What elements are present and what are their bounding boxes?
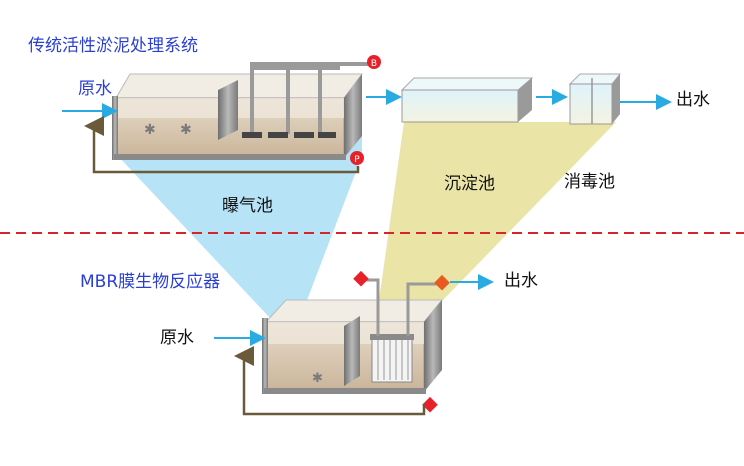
pump-marker-icon: P [350, 151, 364, 165]
membrane-module-icon [370, 334, 414, 383]
disinfection-tank [568, 73, 622, 125]
mixer-icon: ✱ [180, 122, 192, 138]
bottom-sludge-return-line [234, 346, 426, 416]
suction-valve-marker-icon [434, 274, 450, 291]
baffle-plate [218, 80, 238, 140]
bottom-outlet-label: 出水 [504, 271, 538, 291]
svg-text:B: B [371, 59, 377, 69]
bottom-inlet-label: 原水 [160, 328, 194, 348]
aeration-tank: ✱ ✱ [112, 62, 372, 160]
top-outlet-label: 出水 [676, 90, 710, 110]
top-section-title: 传统活性淤泥处理系统 [28, 36, 198, 56]
mbr-tank: ✱ [262, 278, 444, 394]
aeration-projection-beam [118, 88, 362, 392]
top-sludge-return-line [84, 116, 360, 174]
diffusers [242, 132, 336, 138]
aeration-tank-label: 曝气池 [222, 196, 273, 216]
disinfection-tank-label: 消毒池 [564, 172, 615, 192]
blower-marker-icon: B [367, 55, 381, 69]
settling-tank [400, 77, 534, 123]
svg-text:P: P [354, 155, 360, 165]
mixer-icons: ✱ ✱ [144, 122, 192, 138]
baffle-plate [344, 316, 360, 386]
mixer-icon: ✱ [312, 371, 323, 386]
settling-tank-label: 沉淀池 [444, 174, 495, 194]
top-inlet-label: 原水 [78, 79, 112, 99]
air-valve-marker-icon [353, 270, 369, 287]
aeration-pipe-grid [250, 62, 372, 134]
return-pump-marker-icon [422, 396, 438, 413]
mixer-icon: ✱ [144, 122, 156, 138]
bottom-section-title: MBR膜生物反应器 [80, 272, 221, 292]
